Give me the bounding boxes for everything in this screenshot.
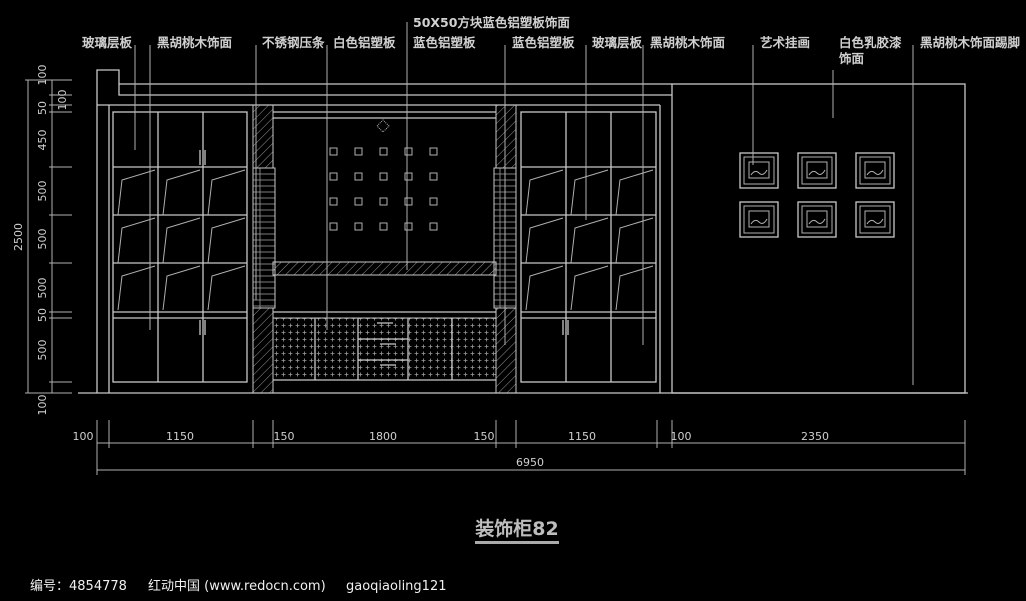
landscape-icon [866, 218, 884, 225]
vertical-dimensions: 2500 100 100 50 450 500 500 500 50 500 100 [12, 65, 72, 416]
callouts: 玻璃层板 黑胡桃木饰面 不锈钢压条 白色铝塑板 50X50方块蓝色铝塑板饰面 蓝… [82, 15, 1020, 385]
tile-square [354, 147, 363, 156]
center-tv-wall [272, 111, 497, 381]
tile-square [354, 222, 363, 231]
tile-square [379, 172, 388, 181]
dim-vertical-part: 100 [36, 65, 49, 86]
dim-vertical-part: 50 [36, 101, 49, 115]
art-frame [797, 152, 837, 189]
tile-square [404, 172, 413, 181]
dim-vertical-part: 450 [36, 130, 49, 151]
dim-horizontal-part: 150 [274, 430, 295, 443]
art-frame [855, 152, 895, 189]
footer-site[interactable]: 红动中国 (www.redocn.com) [148, 578, 326, 594]
dim-horizontal-part: 1800 [369, 430, 397, 443]
dim-horizontal-part: 1150 [166, 430, 194, 443]
art-frame [739, 201, 779, 238]
right-display-cabinet [520, 111, 657, 383]
tile-square [404, 147, 413, 156]
dim-horizontal-part: 100 [73, 430, 94, 443]
footer-author: gaoqiaoling121 [346, 579, 446, 594]
tile-square [329, 172, 338, 181]
tile-square [404, 197, 413, 206]
tile-square [329, 222, 338, 231]
tile-square [329, 147, 338, 156]
ceiling-lamp-icon [376, 119, 390, 133]
tile-grid [329, 147, 438, 231]
dim-vertical-part: 500 [36, 181, 49, 202]
dim-vertical-part: 100 [36, 395, 49, 416]
callout-blue-aluminum: 蓝色铝塑板 [413, 35, 476, 50]
dim-horizontal-part: 1150 [568, 430, 596, 443]
tile-square [354, 172, 363, 181]
tile-square [429, 147, 438, 156]
tile-square [379, 147, 388, 156]
drawing-title: 装饰柜82 [474, 517, 558, 540]
horizontal-dimensions: 100 1150 150 1800 150 1150 100 2350 6950 [73, 420, 966, 475]
callout-walnut-veneer-2: 黑胡桃木饰面 [650, 35, 726, 50]
tile-square [429, 197, 438, 206]
landscape-icon [750, 218, 768, 225]
callout-steel-strip: 不锈钢压条 [262, 35, 325, 50]
callout-latex-paint: 白色乳胶漆 [839, 35, 902, 50]
landscape-icon [808, 169, 826, 176]
dim-vertical-part: 500 [36, 340, 49, 361]
tile-square [429, 172, 438, 181]
callout-white-aluminum: 白色铝塑板 [333, 35, 396, 50]
cabinet-outline [96, 69, 966, 394]
callout-latex-paint-line2: 饰面 [838, 51, 865, 66]
tile-square [329, 197, 338, 206]
tile-square [404, 222, 413, 231]
dim-vertical-part: 50 [36, 308, 49, 322]
dim-horizontal-part: 150 [474, 430, 495, 443]
wall-panel [671, 83, 966, 394]
left-pillar [252, 104, 276, 394]
art-frames [739, 152, 895, 238]
dim-total-width: 6950 [516, 456, 544, 469]
dim-vertical-part: 100 [56, 90, 69, 111]
tile-square [354, 197, 363, 206]
title-underline [475, 541, 559, 544]
callout-walnut-veneer: 黑胡桃木饰面 [157, 35, 233, 50]
callout-blue-aluminum-2: 蓝色铝塑板 [512, 35, 575, 50]
dim-vertical-part: 500 [36, 229, 49, 250]
tile-square [379, 197, 388, 206]
callout-glass-shelf: 玻璃层板 [82, 35, 133, 50]
dim-horizontal-part: 2350 [801, 430, 829, 443]
art-frame [855, 201, 895, 238]
tile-square [429, 222, 438, 231]
footer-id: 编号：4854778 [30, 579, 127, 594]
right-pillar [493, 104, 517, 394]
landscape-icon [808, 218, 826, 225]
landscape-icon [750, 169, 768, 176]
callout-blue-tile: 50X50方块蓝色铝塑板饰面 [413, 15, 570, 30]
tile-square [379, 222, 388, 231]
art-frame [797, 201, 837, 238]
callout-glass-shelf-2: 玻璃层板 [592, 35, 643, 50]
art-frame [739, 152, 779, 189]
landscape-icon [866, 169, 884, 176]
dim-horizontal-part: 100 [671, 430, 692, 443]
callout-art-painting: 艺术挂画 [760, 35, 810, 50]
left-display-cabinet [112, 111, 248, 383]
dim-vertical-part: 500 [36, 278, 49, 299]
dim-total-height: 2500 [12, 223, 25, 251]
callout-walnut-skirting: 黑胡桃木饰面踢脚 [920, 35, 1020, 50]
